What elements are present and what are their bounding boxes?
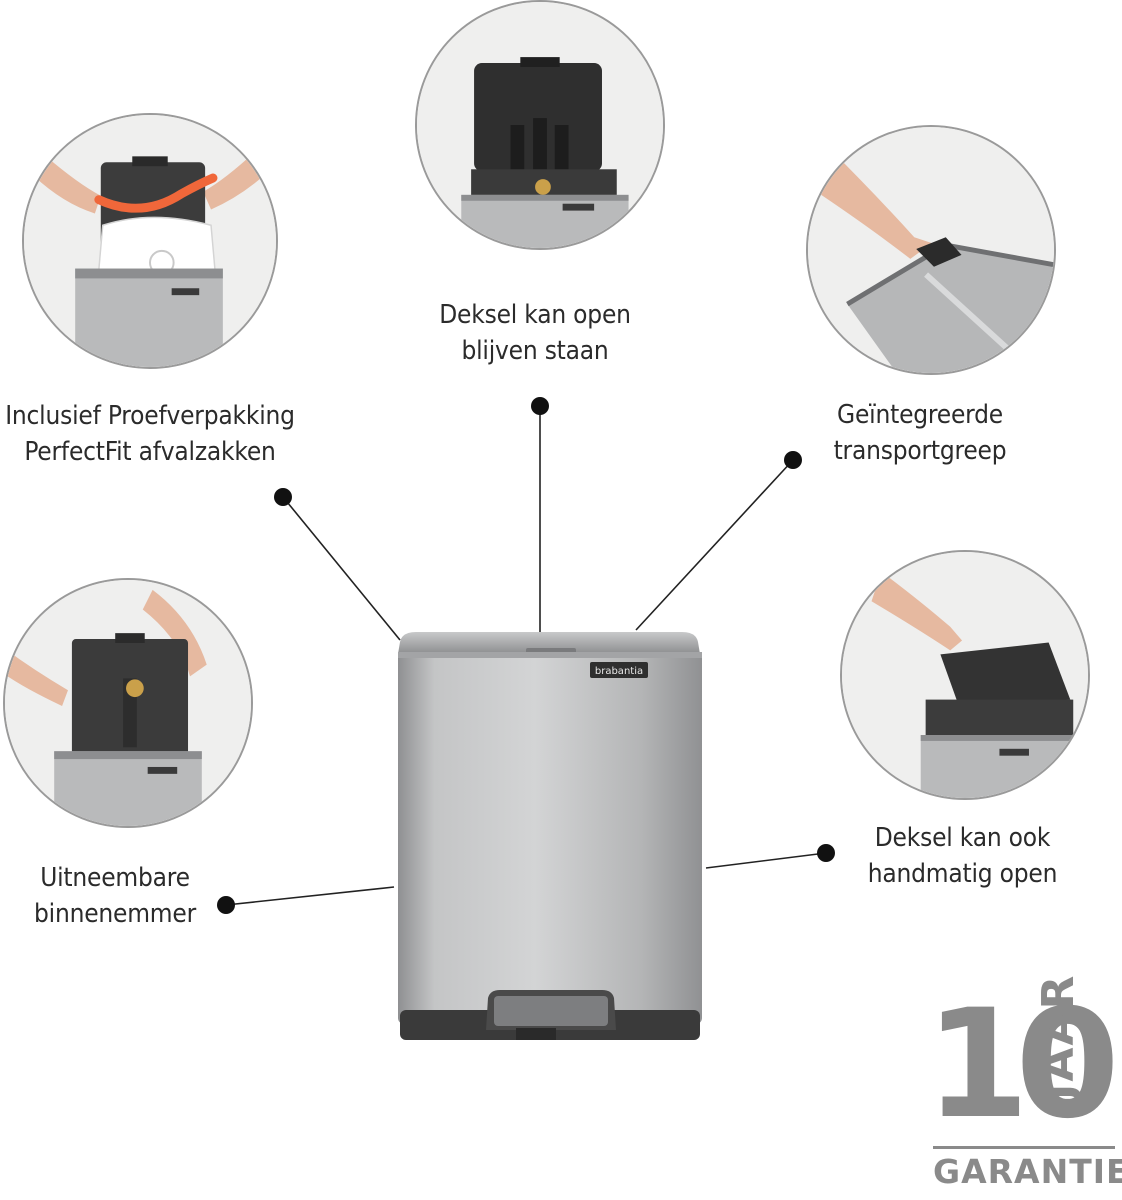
callout-dot-lid-open [531, 397, 549, 415]
lid-open-photo [415, 0, 665, 250]
feature-label-line: transportgreep [833, 436, 1007, 466]
feature-label-inner-bucket: Uitneembare binnenemmer [0, 860, 230, 932]
feature-label-line: Uitneembare [40, 863, 190, 893]
feature-label-line: Geïntegreerde [837, 400, 1003, 430]
callout-dot-handle [784, 451, 802, 469]
feature-label-handle: Geïntegreerde transportgreep [805, 397, 1035, 469]
feature-label-manual-open: Deksel kan ook handmatig open [845, 820, 1080, 892]
feature-label-line: PerfectFit afvalzakken [24, 437, 276, 467]
callout-dot-manual-open [817, 844, 835, 862]
warranty-badge: 10 JAAR GARANTIE [925, 974, 1122, 1200]
feature-label-lid-open: Deksel kan open blijven staan [410, 297, 660, 369]
warranty-divider [933, 1146, 1115, 1149]
brand-label: brabantia [595, 666, 643, 677]
inner-bucket-photo [3, 578, 253, 828]
feature-label-line: Deksel kan open [439, 300, 631, 330]
feature-label-line: binnenemmer [33, 899, 196, 929]
feature-label-line: Deksel kan ook [874, 823, 1051, 853]
bag-insertion-photo [22, 113, 278, 369]
callout-dot-inner-bucket [217, 896, 235, 914]
feature-label-line: Inclusief Proefverpakking [5, 401, 295, 431]
feature-label-line: handmatig open [867, 859, 1058, 889]
callout-dot-bags [274, 488, 292, 506]
warranty-number: 10 [925, 978, 1120, 1152]
transport-handle-photo [806, 125, 1056, 375]
main-product-bin: brabantia [390, 630, 710, 1074]
warranty-unit: JAAR [1033, 973, 1084, 1100]
warranty-label: GARANTIE [933, 1152, 1122, 1191]
feature-label-line: blijven staan [461, 336, 609, 366]
feature-label-bags: Inclusief Proefverpakking PerfectFit afv… [0, 398, 300, 470]
manual-open-photo [840, 550, 1090, 800]
